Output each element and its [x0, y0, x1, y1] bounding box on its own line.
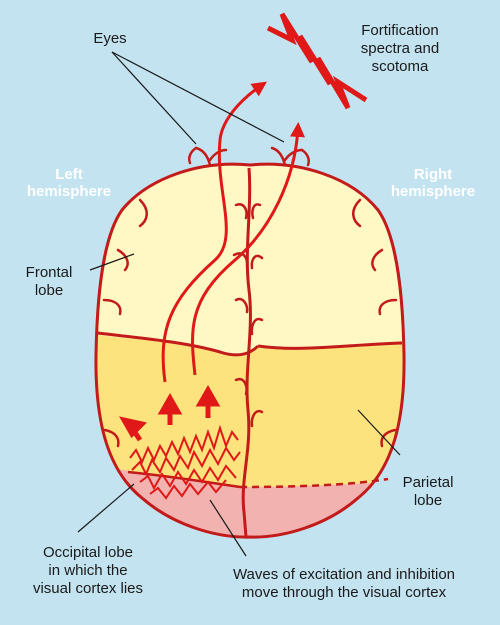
parietal-lobe-label: Parietal lobe — [402, 474, 454, 509]
cortical-waves — [129, 424, 241, 500]
midline-fissure — [241, 167, 252, 538]
right-hemisphere-label: Right hemisphere — [390, 166, 476, 200]
fortification-label: Fortification spectra and scotoma — [360, 22, 440, 75]
left-hemisphere-label: Left hemisphere — [26, 166, 112, 200]
visual-pathway-left — [161, 81, 267, 383]
frontal-lobe-label: Frontal lobe — [25, 264, 73, 299]
brain-outline — [94, 162, 406, 539]
leader-lines — [77, 51, 401, 557]
excitation-arrows — [119, 384, 221, 442]
frontal-parietal-boundary-right — [257, 341, 403, 350]
occipital-lobe-label: Occipital lobe in which the visual corte… — [32, 544, 144, 597]
occipital-boundary — [127, 470, 241, 489]
waves-label: Waves of excitation and inhibition move … — [232, 566, 456, 601]
fortification-spectra-zigzag — [266, 12, 368, 110]
optic-nerves — [188, 146, 310, 167]
visual-pathway-right — [191, 122, 305, 376]
sulci — [102, 198, 398, 448]
eyes-label: Eyes — [93, 30, 127, 47]
